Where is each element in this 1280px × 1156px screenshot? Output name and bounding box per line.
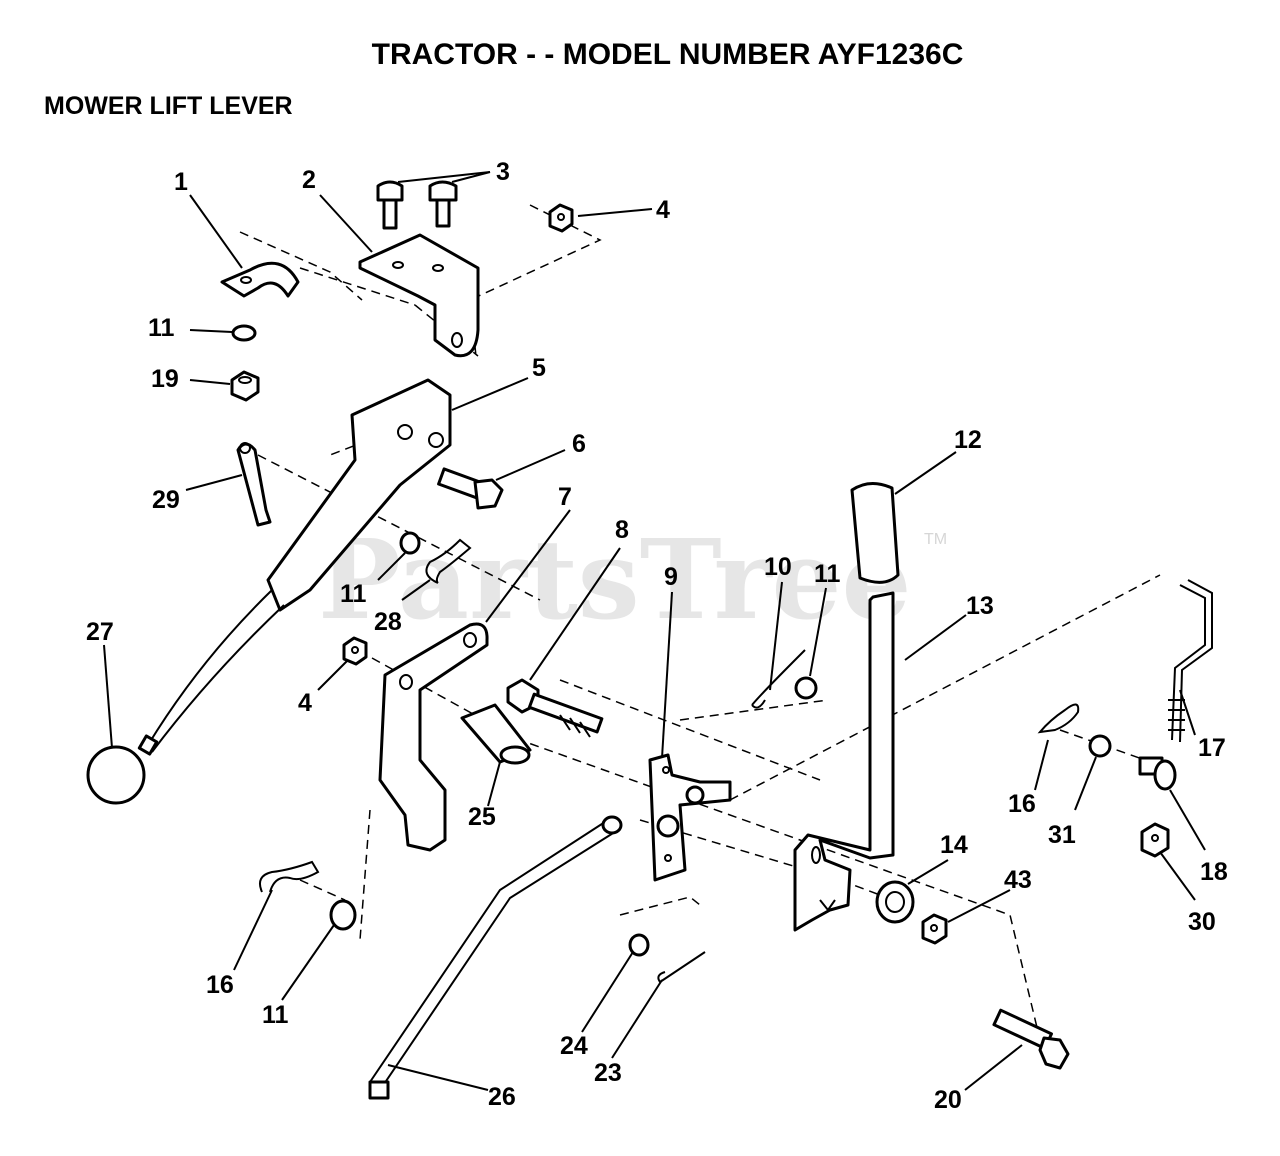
callout-11-right: 11 — [814, 560, 841, 588]
part-7-bracket-plate — [378, 622, 489, 852]
part-23-cotter-pin — [657, 951, 706, 983]
part-12-grip — [850, 482, 900, 584]
part-25-spacer — [460, 703, 532, 765]
callout-23: 23 — [594, 1059, 622, 1087]
watermark-trademark: TM — [924, 531, 947, 548]
part-1-clip — [220, 261, 300, 298]
callout-25: 25 — [468, 803, 496, 831]
callout-12: 12 — [954, 426, 982, 454]
part-8-long-bolt — [506, 678, 604, 738]
callout-26: 26 — [488, 1083, 516, 1111]
part-31-washer — [1088, 734, 1112, 758]
callout-28: 28 — [374, 608, 402, 636]
part-4-nut-top — [548, 203, 574, 233]
part-9-plate — [648, 753, 732, 882]
callout-16-right: 16 — [1008, 790, 1036, 818]
part-29-link-pin — [236, 442, 272, 527]
callout-9: 9 — [664, 563, 678, 591]
callout-27: 27 — [86, 618, 114, 646]
callout-30: 30 — [1188, 908, 1216, 936]
part-18-swivel — [1138, 756, 1177, 791]
callout-8: 8 — [615, 516, 629, 544]
callout-11-top: 11 — [148, 314, 175, 342]
part-16-hairpin-right — [1037, 703, 1080, 734]
callout-17: 17 — [1198, 734, 1226, 762]
part-26-link-rod — [368, 815, 623, 1100]
assembly-guide-lines — [239, 204, 1161, 1041]
part-10-cotter-pin — [751, 649, 806, 709]
part-28-hairpin — [425, 538, 472, 584]
callout-24: 24 — [560, 1032, 588, 1060]
callout-10: 10 — [764, 553, 792, 581]
part-30-nut — [1140, 822, 1170, 858]
callout-7: 7 — [558, 483, 572, 511]
callout-6: 6 — [572, 430, 586, 458]
callout-18: 18 — [1200, 858, 1228, 886]
callout-4-lower: 4 — [298, 689, 312, 717]
part-27-knob — [86, 745, 146, 805]
callout-19: 19 — [151, 365, 179, 393]
callout-3: 3 — [496, 158, 510, 186]
part-11-washer-bottom — [329, 899, 357, 931]
part-16-hairpin-lower — [259, 860, 320, 893]
callout-1: 1 — [174, 168, 188, 196]
part-43-nut — [921, 913, 948, 945]
callout-43: 43 — [1004, 866, 1032, 894]
part-11-washer-top — [231, 324, 257, 342]
callout-5: 5 — [532, 354, 546, 382]
callout-2: 2 — [302, 166, 316, 194]
part-14-bushing — [875, 880, 915, 924]
part-24-washer — [628, 933, 650, 957]
callout-4-top: 4 — [656, 196, 670, 224]
callout-11-bottom: 11 — [262, 1001, 289, 1029]
callout-20: 20 — [934, 1086, 962, 1114]
callout-labels: 1 2 3 4 4 5 6 7 8 9 10 11 11 11 11 12 13… — [86, 158, 1228, 1114]
callout-16-lower: 16 — [206, 971, 234, 999]
part-2-bracket — [358, 233, 480, 358]
part-20-bolt — [992, 1008, 1070, 1070]
part-6-bolt — [437, 467, 504, 510]
diagram-subtitle: MOWER LIFT LEVER — [44, 92, 293, 120]
part-19-nut — [230, 370, 260, 402]
diagram-title: TRACTOR - - MODEL NUMBER AYF1236C — [371, 38, 964, 71]
callout-14: 14 — [940, 831, 968, 859]
callout-leaders — [103, 171, 1206, 1091]
callout-13: 13 — [966, 592, 994, 620]
part-13-handle-lever — [793, 591, 895, 932]
part-11-washer-mid — [399, 531, 421, 555]
part-5-lift-arm — [137, 378, 452, 756]
part-4-nut-lower — [342, 636, 368, 666]
callout-29: 29 — [152, 486, 180, 514]
part-3-bolts — [376, 180, 458, 230]
callout-31: 31 — [1048, 821, 1076, 849]
callout-11-mid: 11 — [340, 580, 367, 608]
part-11-washer-right — [794, 676, 818, 700]
